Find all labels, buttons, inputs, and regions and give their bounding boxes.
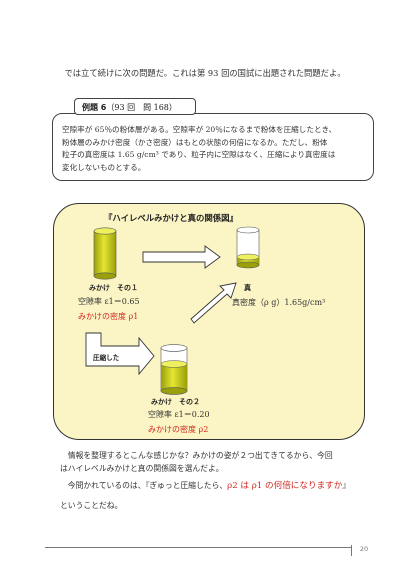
footer-rule: [45, 547, 368, 548]
example-box: [52, 113, 374, 181]
paragraph-line: はハイレベルみかけと真の関係図を選んだよ。: [60, 463, 224, 473]
cyl1-porosity: 空隙率 ε1＝0.65: [78, 297, 140, 306]
example-line: 変化しないものとする。: [62, 162, 146, 172]
cyl1-name: みかけ その１: [89, 284, 138, 292]
compress-label: 圧縮した: [93, 354, 120, 362]
arrow-up-right-icon: [190, 282, 237, 324]
example-ref: （93 回 問 168）: [106, 103, 177, 112]
paragraph-2-post: 』: [342, 481, 351, 490]
example-line: 空隙率が 65％の粉体層がある。空隙率が 20％になるまで粉体を圧縮したとき、: [62, 125, 337, 134]
paragraph-2-pre: 今問かれているのは、『ぎゅっと圧縮したら、: [60, 481, 228, 490]
page-number: 20: [351, 545, 376, 556]
paragraph-3: ということだね。: [60, 501, 123, 510]
example-line: 粒子の真密度は 1.65 g/cm³ であり、粒子内に空隙はなく、圧縮により真密…: [62, 150, 336, 159]
cylinder-true: [236, 226, 260, 269]
paragraph-1: 情報を整理するとこんな感じかな？みかけの姿が２つ出てきてるから、今回 はハイレベ…: [60, 450, 370, 475]
example-tab: 例題 6（93 回 問 168）: [74, 98, 196, 115]
paragraph-line: 情報を整理するとこんな感じかな？みかけの姿が２つ出てきてるから、今回: [60, 451, 333, 460]
true-name: 真: [244, 284, 251, 292]
cylinder-apparent-1: [93, 227, 117, 280]
cyl1-density: みかけの密度 ρ1: [78, 312, 139, 321]
intro-text: では立て続けに次の問題だ。これは第 93 回の国試に出題された問題だよ。: [64, 68, 346, 78]
cyl2-density: みかけの密度 ρ2: [148, 425, 209, 434]
true-density: 真密度（ρ g）1.65g/cm³: [232, 298, 326, 307]
cylinder-apparent-2: [160, 344, 188, 395]
cyl2-porosity: 空隙率 ε1＝0.20: [148, 410, 210, 419]
example-question: 空隙率が 65％の粉体層がある。空隙率が 20％になるまで粉体を圧縮したとき、 …: [62, 124, 366, 174]
cyl2-name: みかけ その２: [151, 398, 200, 406]
example-label: 例題 6: [82, 103, 107, 112]
paragraph-2: 今問かれているのは、『ぎゅっと圧縮したら、ρ2 は ρ1 の何倍になりますか』: [60, 480, 370, 493]
compress-arrow-icon: [85, 332, 155, 376]
diagram-title: 『ハイレベルみかけと真の関係図』: [104, 213, 238, 223]
example-line: 粉体層のみかけ密度（かさ密度）はもとの状態の何倍になるか。ただし、粉体: [62, 137, 328, 147]
question-highlight: ρ2 は ρ1 の何倍になりますか: [227, 481, 343, 491]
arrow-right-icon: [142, 245, 221, 269]
